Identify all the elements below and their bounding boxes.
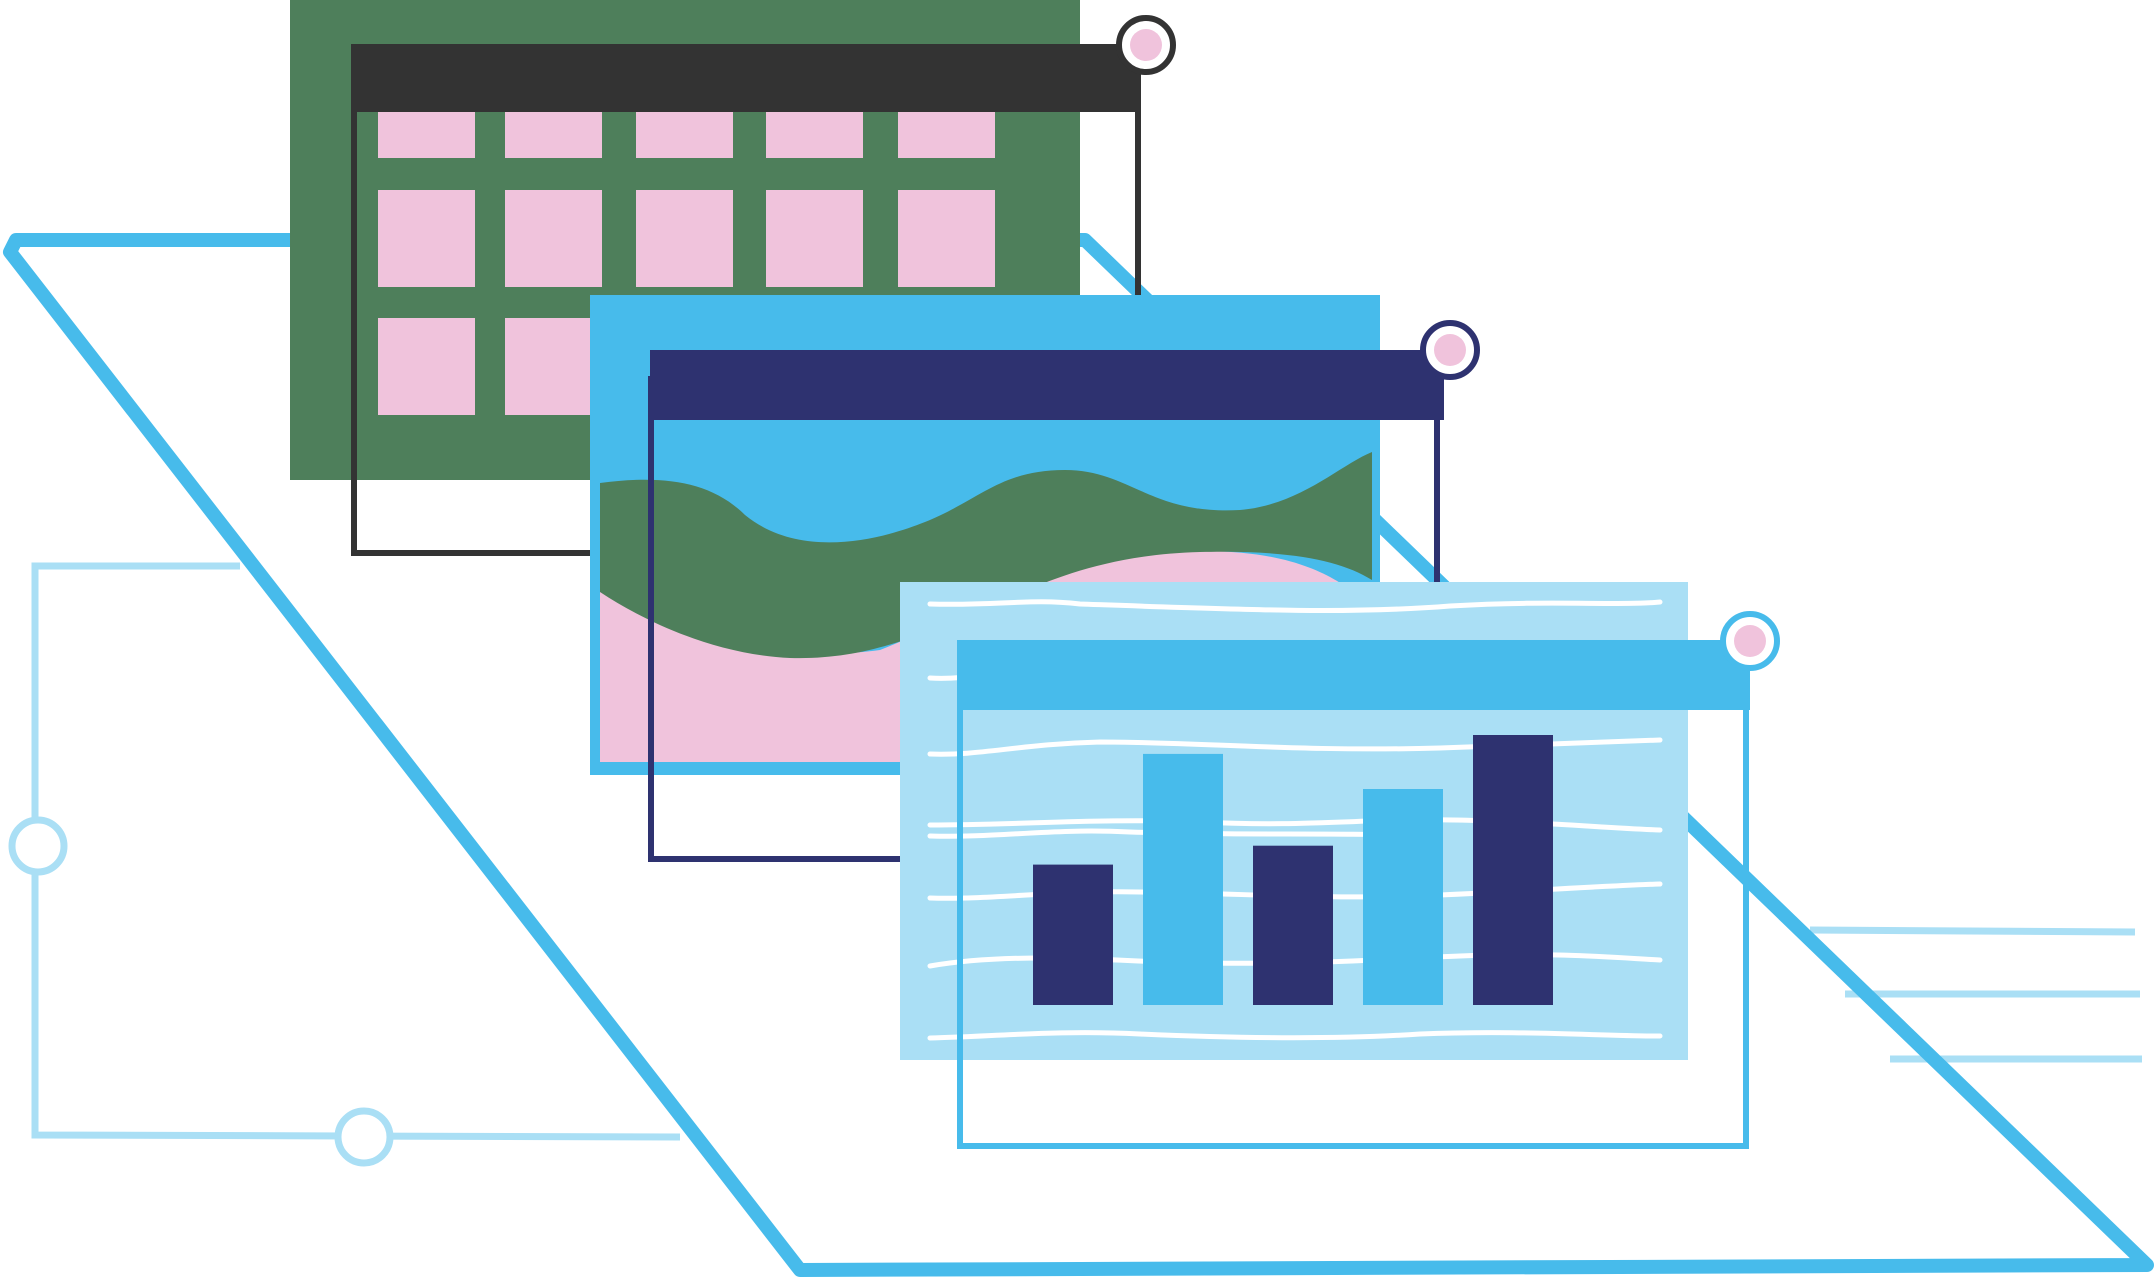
circuit-node-icon [334, 1107, 394, 1167]
chart-bar [1473, 735, 1553, 1005]
circuit-line-left [31, 562, 681, 1141]
circle-button-icon-fill [1130, 29, 1162, 61]
circuit-lines [8, 562, 2142, 1167]
grid-cell [636, 190, 733, 287]
grid-cell [378, 190, 475, 287]
text-line [927, 599, 1663, 613]
window-title-bar [957, 640, 1750, 710]
chart-bars [1033, 735, 1553, 1005]
grid-cell [378, 318, 475, 415]
grid-cell [636, 110, 733, 158]
window-title-bar [650, 350, 1444, 420]
chart-bar [1033, 864, 1113, 1005]
landscape-green-wave [600, 452, 1372, 659]
chart-bar [1363, 789, 1443, 1005]
grid-cell [766, 190, 863, 287]
window-title-bar [351, 44, 1141, 112]
grid-cell [505, 110, 602, 158]
bar-chart-window [900, 582, 1780, 1149]
text-line [927, 1030, 1663, 1041]
grid-cell [898, 110, 995, 158]
grid-cell [505, 318, 602, 415]
grid-cell [898, 190, 995, 287]
grid-cell [505, 190, 602, 287]
circuit-node-icon [8, 816, 68, 876]
grid-cell [766, 110, 863, 158]
circuit-line-right [1809, 926, 2136, 936]
text-line [927, 828, 1423, 839]
grid-cell [378, 110, 475, 158]
chart-bar [1143, 753, 1223, 1005]
circle-button-icon-fill [1434, 334, 1466, 366]
circle-button-icon-fill [1734, 625, 1766, 657]
chart-bar [1253, 845, 1333, 1005]
